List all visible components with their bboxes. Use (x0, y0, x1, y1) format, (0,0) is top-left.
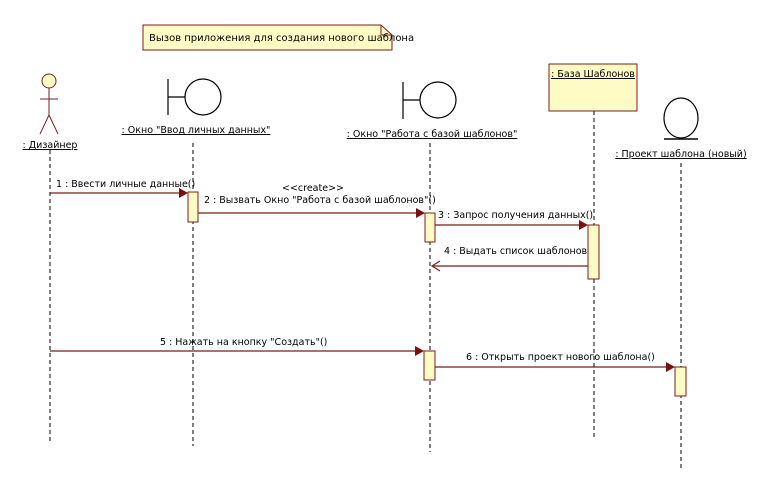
participant-window-templates[interactable]: : Окно "Работа с базой шаблонов" (347, 81, 518, 140)
arrowhead-icon (179, 188, 188, 198)
arrowhead-icon (415, 346, 424, 356)
message-stereotype: <<create>> (282, 183, 344, 194)
object-box (548, 63, 638, 112)
arrowhead-icon (666, 362, 675, 372)
participant-label: : Окно "Работа с базой шаблонов" (347, 129, 518, 140)
message-5[interactable]: 5 : Нажать на кнопку "Создать"() (50, 337, 424, 356)
participant-label: : Проект шаблона (новый) (615, 149, 746, 160)
message-2[interactable]: <<create>> 2 : Вызвать Окно "Работа с ба… (198, 183, 436, 218)
participant-label: : База Шаблонов (551, 69, 635, 80)
message-label: 4 : Выдать список шаблонов (444, 246, 588, 257)
note-fold (380, 25, 392, 36)
message-label: 6 : Открыть проект нового шаблона() (466, 352, 655, 363)
message-3[interactable]: 3 : Запрос получения данных() (435, 210, 593, 230)
participant-window-input[interactable]: : Окно "Ввод личных данных" (122, 78, 271, 136)
arrowhead-icon (579, 220, 588, 230)
participant-label: : Дизайнер (23, 140, 78, 151)
message-label: 3 : Запрос получения данных() (438, 210, 593, 221)
participant-label: : Окно "Ввод личных данных" (122, 125, 271, 136)
note-shape (142, 24, 393, 51)
activation-window-templates-1 (424, 212, 436, 243)
actor-icon (39, 73, 59, 135)
activation-new-project (674, 366, 687, 397)
arrowhead-icon (416, 208, 425, 218)
participant-template-db[interactable]: : База Шаблонов (548, 63, 638, 112)
boundary-icon (402, 81, 457, 119)
open-arrowhead-icon (430, 260, 441, 272)
message-label: 5 : Нажать на кнопку "Создать"() (160, 337, 327, 348)
message-4[interactable]: 4 : Выдать список шаблонов (430, 246, 588, 272)
note[interactable]: Вызов приложения для создания нового шаб… (142, 24, 414, 51)
participant-new-project[interactable]: : Проект шаблона (новый) (615, 97, 747, 160)
boundary-icon (167, 78, 222, 116)
participant-designer[interactable]: : Дизайнер (23, 73, 78, 151)
message-label: 2 : Вызвать Окно "Работа с базой шаблоно… (204, 195, 436, 206)
message-1[interactable]: 1 : Ввести личные данные() (50, 179, 195, 198)
message-label: 1 : Ввести личные данные() (56, 179, 195, 190)
message-6[interactable]: 6 : Открыть проект нового шаблона() (435, 352, 675, 372)
activation-template-db (587, 224, 600, 280)
activation-window-templates-2 (423, 350, 436, 381)
note-text: Вызов приложения для создания нового шаб… (149, 33, 414, 44)
activation-window-input (187, 191, 199, 223)
entity-icon (663, 97, 699, 140)
